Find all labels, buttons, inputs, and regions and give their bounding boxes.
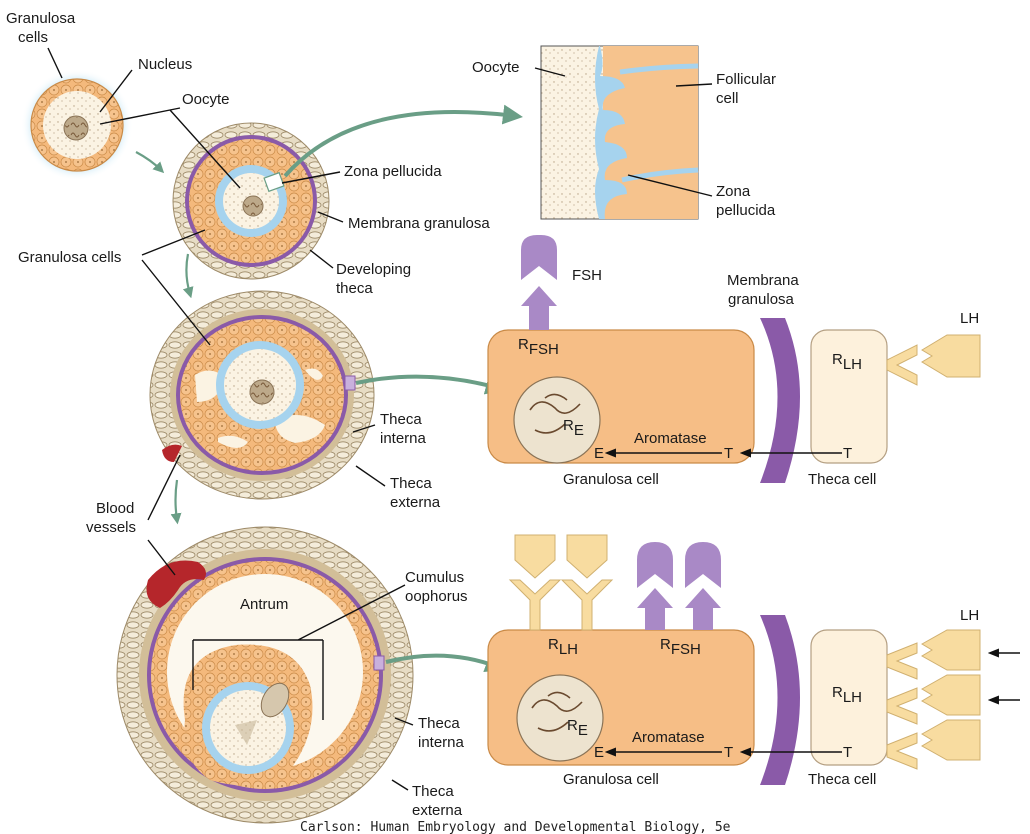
growing-follicle (172, 122, 330, 280)
fsh-receptor-1 (521, 286, 557, 330)
label-theca-externa-2: Theca (412, 783, 454, 800)
label-granulosa-cells-top: Granulosa (6, 10, 76, 27)
label-follicular-cell-2: cell (716, 90, 739, 107)
label-oocyte: Oocyte (182, 91, 230, 108)
label-blood-vessels: Blood (96, 500, 134, 517)
nucleus-1 (513, 376, 601, 464)
label-theca-cell-1: Theca cell (808, 471, 876, 488)
label-theca-externa-2b: externa (412, 802, 463, 819)
panel1-arrow (355, 374, 506, 395)
stage-arrow-3 (170, 479, 182, 525)
label-granulosa-cell-2: Granulosa cell (563, 771, 659, 788)
label-e-2: E (594, 744, 604, 761)
theca-cell-box-1 (810, 329, 888, 464)
lh-receptors-theca (886, 629, 981, 770)
label-r-e-2: RE (567, 717, 588, 739)
lh-receptor-granulosa-a (508, 534, 562, 631)
label-theca-interna-2b: interna (418, 734, 465, 751)
label-inset-zona: Zona (716, 183, 751, 200)
label-theca-interna-2: Theca (418, 715, 460, 732)
label-lh-2: LH (960, 607, 979, 624)
label-membrana-1b: granulosa (728, 291, 795, 308)
antral-follicle (116, 526, 414, 824)
progression-arrows (135, 104, 523, 673)
label-cumulus: Cumulus (405, 569, 464, 586)
lh-receptor-granulosa-b (560, 534, 614, 631)
label-granulosa-cells-2: Granulosa cells (18, 249, 121, 266)
label-aromatase-2: Aromatase (632, 729, 705, 746)
text-labels: Granulosa cells Nucleus Oocyte Zona pell… (6, 10, 979, 834)
label-theca-cell-2: Theca cell (808, 771, 876, 788)
label-theca-interna-1: Theca (380, 411, 422, 428)
panel2-arrow (385, 653, 506, 673)
label-zona-pellucida: Zona pellucida (344, 163, 442, 180)
fsh-hormone-1 (521, 235, 557, 280)
label-theca-interna-1b: interna (380, 430, 427, 447)
label-granulosa-cells-top-2: cells (18, 29, 48, 46)
figure-caption: Carlson: Human Embryology and Developmen… (300, 820, 731, 834)
label-granulosa-cell-1: Granulosa cell (563, 471, 659, 488)
stage-arrow-1 (135, 151, 165, 174)
nucleus-2 (516, 674, 604, 762)
label-t-granulosa-2: T (724, 744, 733, 761)
label-membrana-granulosa: Membrana granulosa (348, 215, 490, 232)
zona-inset (540, 45, 699, 220)
label-fsh: FSH (572, 267, 602, 284)
label-r-lh-1: RLH (832, 351, 862, 373)
label-cumulus-2: oophorus (405, 588, 468, 605)
label-t-theca-2: T (843, 744, 852, 761)
fsh-receptor-granulosa-a (637, 542, 673, 630)
label-nucleus: Nucleus (138, 56, 192, 73)
label-e-1: E (594, 445, 604, 462)
label-theca-externa-1: Theca (390, 475, 432, 492)
stage-arrow-2 (182, 253, 194, 299)
label-developing-theca: Developing (336, 261, 411, 278)
label-antrum: Antrum (240, 596, 288, 613)
lh-receptor-1 (886, 344, 918, 386)
hormone-panel-1 (487, 235, 981, 483)
label-t-granulosa-1: T (724, 445, 733, 462)
preantral-follicle (149, 290, 375, 500)
hormone-panel-2 (487, 534, 1020, 785)
theca-cell-box-2 (810, 629, 888, 766)
label-r-e-1: RE (563, 417, 584, 439)
label-aromatase-1: Aromatase (634, 430, 707, 447)
lh-hormone-1 (921, 334, 981, 378)
label-blood-vessels-2: vessels (86, 519, 136, 536)
primary-follicle (21, 69, 133, 181)
label-follicular-cell: Follicular (716, 71, 776, 88)
label-membrana-1: Membrana (727, 272, 799, 289)
label-r-lh-theca: RLH (832, 684, 862, 706)
label-inset-zona-2: pellucida (716, 202, 776, 219)
label-r-fsh-1: RFSH (518, 336, 559, 358)
membrana-granulosa-band-1 (760, 318, 800, 483)
membrana-granulosa-band-2 (760, 615, 800, 785)
label-theca-externa-1b: externa (390, 494, 441, 511)
label-developing-theca-2: theca (336, 280, 373, 297)
leader-lines (47, 47, 713, 791)
label-lh-1: LH (960, 310, 979, 327)
inset-arrow (283, 104, 523, 178)
label-r-fsh-2: RFSH (660, 636, 701, 658)
fsh-receptor-granulosa-b (685, 542, 721, 630)
label-inset-oocyte: Oocyte (472, 59, 520, 76)
label-r-lh-granulosa: RLH (548, 636, 578, 658)
label-t-theca-1: T (843, 445, 852, 462)
